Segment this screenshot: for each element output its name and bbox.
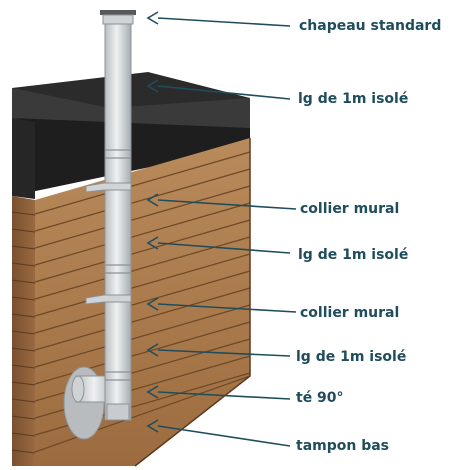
side-plank-line xyxy=(11,398,36,403)
chimney-pipe xyxy=(71,10,136,421)
pipe-body xyxy=(104,21,132,421)
wood-plank-line xyxy=(34,270,251,334)
roof xyxy=(12,72,250,199)
leader-line xyxy=(157,242,291,254)
side-plank-line xyxy=(11,330,36,335)
leader-lines xyxy=(146,11,297,447)
wall-bracket-lower xyxy=(85,294,132,305)
arrowhead-icon xyxy=(146,79,159,93)
side-plank-line xyxy=(11,279,36,284)
wood-plank-line xyxy=(34,185,251,249)
label-longueur-2: lg de 1m isolé xyxy=(298,247,409,263)
side-plank-line xyxy=(11,449,36,454)
arrowhead-icon xyxy=(146,236,159,250)
leader-line xyxy=(157,303,297,313)
arrowhead-icon xyxy=(146,193,159,207)
side-plank-line xyxy=(11,245,36,250)
chimney-cap xyxy=(100,10,136,25)
side-plank-line xyxy=(11,228,36,233)
arrowhead-icon xyxy=(146,343,159,357)
wood-plank-line xyxy=(34,151,251,215)
wood-plank-line xyxy=(34,321,251,385)
wood-plank-line xyxy=(34,202,251,266)
wood-plank-line xyxy=(34,304,251,368)
arrowhead-icon xyxy=(146,11,159,25)
label-chapeau-standard: chapeau standard xyxy=(299,18,442,34)
label-collier-mural-2: collier mural xyxy=(300,305,400,321)
side-plank-line xyxy=(11,381,36,386)
side-plank-line xyxy=(11,347,36,352)
side-plank-line xyxy=(11,211,36,216)
side-plank-line xyxy=(11,432,36,437)
arrowhead-icon xyxy=(146,297,159,311)
leader-line xyxy=(157,17,291,27)
leader-line xyxy=(157,425,291,447)
leader-line xyxy=(157,391,291,400)
side-plank-line xyxy=(11,296,36,301)
wood-plank-line xyxy=(34,375,251,453)
label-collier-mural-1: collier mural xyxy=(300,201,400,217)
label-te-90: té 90° xyxy=(296,390,344,406)
wood-plank-line xyxy=(34,168,251,232)
leader-line xyxy=(157,199,297,210)
wall-bracket-upper xyxy=(85,182,132,193)
label-tampon-bas: tampon bas xyxy=(296,438,390,454)
wood-plank-line xyxy=(34,287,251,351)
leader-line xyxy=(157,349,291,357)
bottom-plug xyxy=(106,403,130,421)
side-plank-line xyxy=(11,415,36,420)
arrowhead-icon xyxy=(146,419,159,433)
wood-plank-line xyxy=(34,219,251,283)
wood-plank-line xyxy=(34,253,251,317)
label-longueur-1: lg de 1m isolé xyxy=(298,91,409,107)
leader-line xyxy=(157,85,291,100)
side-plank-line xyxy=(11,313,36,318)
side-plank-line xyxy=(11,262,36,267)
label-longueur-3: lg de 1m isolé xyxy=(296,349,407,365)
side-plank-line xyxy=(11,364,36,369)
arrowhead-icon xyxy=(146,385,159,399)
